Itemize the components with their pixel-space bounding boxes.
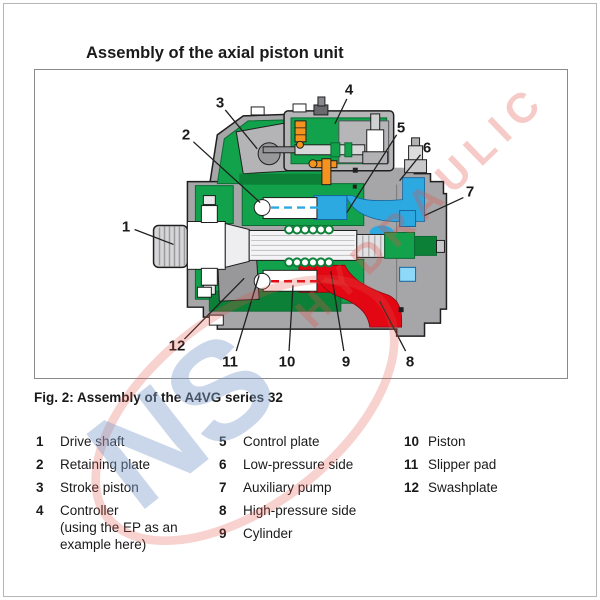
- callout-6: 6: [422, 139, 432, 157]
- legend-item-slipper-pad: 11 Slipper pad: [404, 456, 498, 473]
- legend-number: 1: [36, 434, 44, 449]
- legend-label: Cylinder: [243, 526, 293, 541]
- legend-column-3: 10 Piston 11 Slipper pad 12 Swashplate: [404, 433, 498, 502]
- legend-label: Slipper pad: [428, 457, 497, 472]
- pump-cross-section-figure: 1 2 3 4 5 6 7 8 9 10 11 12: [34, 69, 568, 379]
- legend-label-note: (using the EP as an example here): [60, 520, 178, 552]
- legend-label: Retaining plate: [60, 457, 151, 472]
- page-title: Assembly of the axial piston unit: [86, 44, 344, 62]
- legend-item-cylinder: 9 Cylinder: [219, 525, 356, 542]
- callout-11: 11: [222, 353, 238, 371]
- manual-page: Assembly of the axial piston unit: [3, 3, 597, 597]
- callout-2: 2: [181, 126, 191, 144]
- legend-item-control-plate: 5 Control plate: [219, 433, 356, 450]
- legend-label: Control plate: [243, 434, 320, 449]
- legend-number: 9: [219, 526, 227, 541]
- legend-label: Auxiliary pump: [243, 480, 332, 495]
- callout-3: 3: [215, 94, 225, 112]
- legend-item-stroke-piston: 3 Stroke piston: [36, 479, 202, 496]
- axial-piston-unit-diagram: [134, 96, 464, 352]
- legend-number: 10: [404, 434, 420, 449]
- legend-item-swashplate: 12 Swashplate: [404, 479, 498, 496]
- legend-item-piston: 10 Piston: [404, 433, 498, 450]
- legend-number: 2: [36, 457, 44, 472]
- legend-number: 3: [36, 480, 44, 495]
- callout-4: 4: [344, 81, 354, 99]
- legend-number: 5: [219, 434, 227, 449]
- legend-item-controller: 4 Controller (using the EP as an example…: [36, 502, 202, 553]
- legend-number: 4: [36, 503, 44, 518]
- legend-item-drive-shaft: 1 Drive shaft: [36, 433, 202, 450]
- legend-label-main: Controller: [60, 503, 119, 518]
- legend-number: 8: [219, 503, 227, 518]
- legend-item-high-pressure-side: 8 High-pressure side: [219, 502, 356, 519]
- callout-9: 9: [341, 353, 351, 371]
- legend-number: 6: [219, 457, 227, 472]
- legend-number: 7: [219, 480, 227, 495]
- legend-column-2: 5 Control plate 6 Low-pressure side 7 Au…: [219, 433, 356, 548]
- legend-item-auxiliary-pump: 7 Auxiliary pump: [219, 479, 356, 496]
- callout-7: 7: [465, 183, 475, 201]
- legend-label: Swashplate: [428, 480, 498, 495]
- callout-10: 10: [278, 353, 296, 371]
- legend-label: Controller (using the EP as an example h…: [60, 502, 202, 553]
- callout-8: 8: [405, 353, 415, 371]
- legend-label: Piston: [428, 434, 466, 449]
- legend-label: Drive shaft: [60, 434, 125, 449]
- legend-number: 12: [404, 480, 420, 495]
- legend-item-low-pressure-side: 6 Low-pressure side: [219, 456, 356, 473]
- callout-12: 12: [168, 337, 186, 355]
- legend-label: Low-pressure side: [243, 457, 354, 472]
- legend-label: High-pressure side: [243, 503, 357, 518]
- callout-1: 1: [121, 218, 131, 236]
- legend-number: 11: [404, 457, 419, 472]
- legend-label: Stroke piston: [60, 480, 139, 495]
- callout-5: 5: [396, 119, 406, 137]
- legend-item-retaining-plate: 2 Retaining plate: [36, 456, 202, 473]
- figure-caption: Fig. 2: Assembly of the A4VG series 32: [34, 390, 283, 405]
- legend-column-1: 1 Drive shaft 2 Retaining plate 3 Stroke…: [36, 433, 202, 559]
